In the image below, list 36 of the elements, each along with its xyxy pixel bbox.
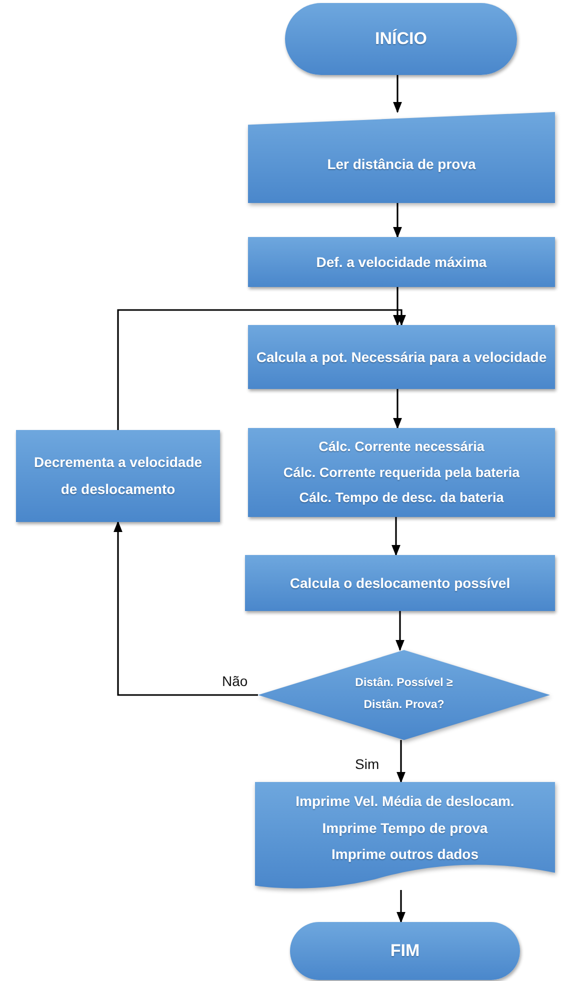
process-box — [16, 430, 220, 522]
node-text: Def. a velocidade máxima — [316, 252, 487, 272]
node-text: Imprime Tempo de prova — [322, 818, 488, 838]
node-text: Cálc. Corrente requerida pela bateria — [283, 464, 520, 482]
arrow — [396, 740, 406, 784]
process-box — [248, 428, 555, 517]
arrow — [393, 389, 402, 430]
edge-label: Sim — [353, 756, 382, 772]
arrow — [117, 309, 406, 430]
decision-diamond — [258, 650, 550, 740]
node-text: Decrementa a velocidade de deslocamento — [32, 453, 204, 499]
node-text: Cálc. Tempo de desc. da bateria — [299, 489, 504, 508]
process-box — [248, 237, 555, 287]
arrow — [393, 75, 402, 114]
terminator-shape — [285, 3, 517, 75]
node-text: Ler distância de prova — [327, 155, 476, 174]
arrow — [393, 203, 402, 238]
arrow — [114, 520, 258, 696]
node-text: INÍCIO — [375, 28, 427, 50]
document-shape — [255, 782, 555, 890]
terminator-shape — [290, 922, 520, 980]
process-box — [245, 555, 555, 611]
manual-input-shape — [248, 112, 555, 203]
arrow — [396, 890, 406, 924]
arrow — [392, 517, 400, 556]
node-text: Imprime outros dados — [331, 845, 479, 864]
node-text: FIM — [390, 940, 420, 962]
edge-label: Não — [220, 673, 250, 689]
node-text: Distân. Possível ≥ Distân. Prova? — [354, 676, 454, 713]
arrow — [396, 611, 404, 652]
node-text: Calcula o deslocamento possível — [290, 574, 510, 593]
node-text: Cálc. Corrente necessária — [318, 438, 484, 456]
arrow — [393, 287, 402, 326]
node-text: Imprime Vel. Média de deslocam. — [296, 792, 514, 812]
node-text: Calcula a pot. Necessária para a velocidade — [256, 348, 547, 367]
process-box — [248, 325, 555, 389]
